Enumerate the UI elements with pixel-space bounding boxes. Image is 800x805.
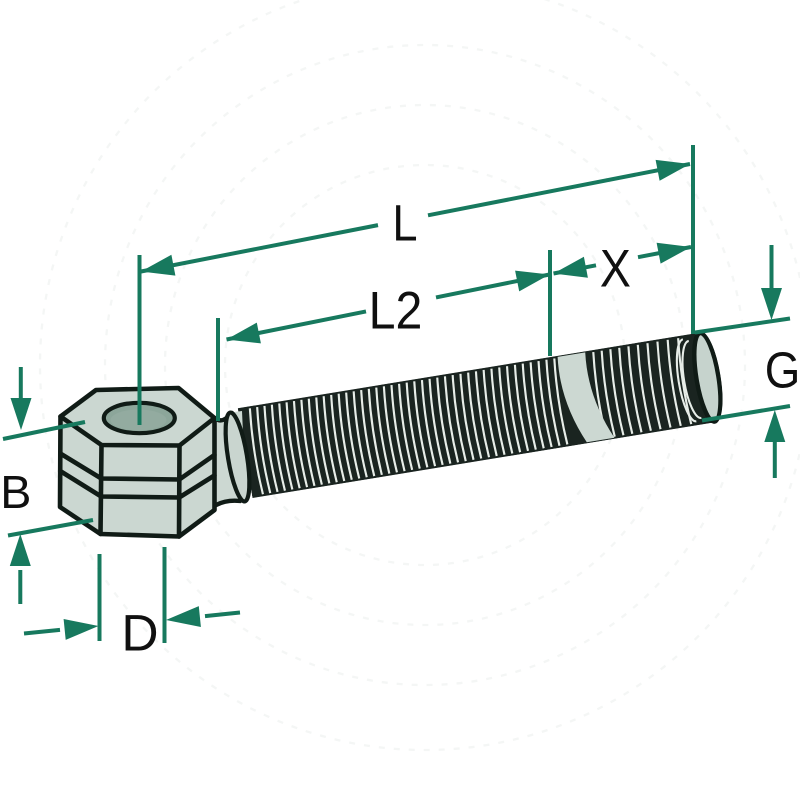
svg-text:X: X bbox=[600, 239, 631, 298]
svg-text:G: G bbox=[765, 342, 800, 399]
svg-text:L2: L2 bbox=[369, 281, 423, 340]
svg-text:L: L bbox=[392, 195, 417, 252]
svg-text:D: D bbox=[121, 605, 158, 662]
svg-text:B: B bbox=[0, 466, 31, 518]
